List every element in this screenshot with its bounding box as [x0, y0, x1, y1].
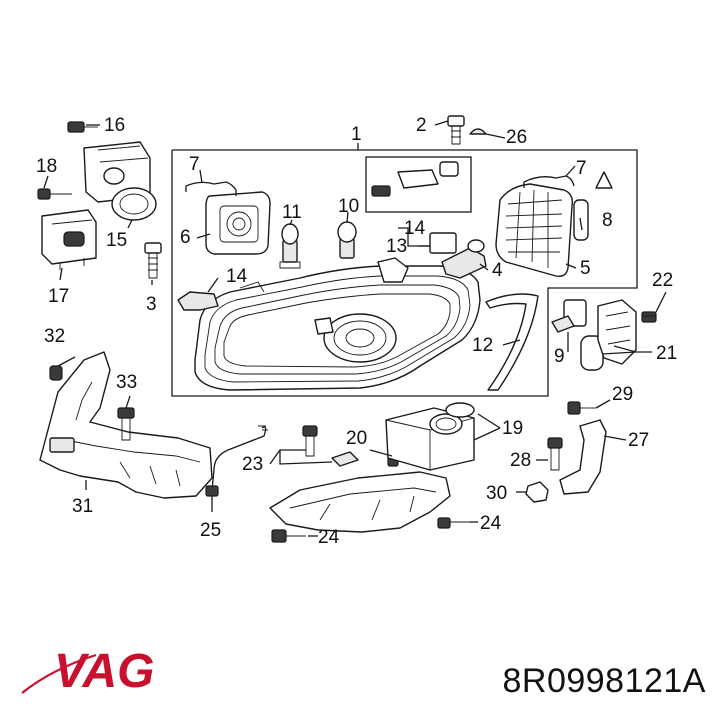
- callout-25: 25: [200, 520, 221, 541]
- callout-33: 33: [116, 372, 137, 393]
- callout-14-lower: 14: [226, 266, 248, 287]
- bezel-strip-12: [485, 293, 539, 391]
- assembly-frame-1: [171, 149, 638, 397]
- vag-logo: VAG: [21, 645, 154, 698]
- screw-24-left: [271, 529, 306, 543]
- callout-1: 1: [351, 124, 362, 145]
- callout-15: 15: [106, 230, 127, 251]
- module-21: [597, 299, 637, 365]
- module-9: [551, 299, 587, 333]
- callout-16: 16: [104, 115, 125, 136]
- callout-29: 29: [612, 384, 633, 405]
- lower-bracket-23: [269, 471, 451, 533]
- callout-21: 21: [656, 343, 677, 364]
- cable-25: [211, 426, 267, 491]
- headlight-housing: [194, 257, 481, 391]
- bulb-11: [279, 223, 301, 269]
- callout-13: 13: [386, 236, 407, 257]
- screw-2: [447, 115, 465, 145]
- part-number: 8R0998121A: [502, 662, 706, 700]
- callout-7-left: 7: [189, 154, 200, 175]
- clip-20: [331, 451, 359, 467]
- callout-23: 23: [242, 454, 263, 475]
- screw-3: [144, 242, 162, 279]
- control-unit-19: [385, 407, 475, 471]
- screw-18: [37, 188, 72, 200]
- callout-5: 5: [580, 258, 591, 279]
- callout-31: 31: [72, 496, 93, 517]
- bulb-10: [337, 221, 357, 259]
- callout-32: 32: [44, 326, 65, 347]
- callout-8: 8: [602, 210, 613, 231]
- callout-14-upper: 14: [404, 218, 426, 239]
- logo-swoosh: [21, 653, 97, 694]
- housing-cover-6: [205, 191, 271, 255]
- callout-9: 9: [554, 346, 565, 367]
- screw-23: [302, 425, 318, 457]
- screw-28: [547, 437, 563, 471]
- rear-cover-5: [495, 183, 574, 278]
- spring-clip-7-right: [523, 175, 575, 188]
- screw-32: [49, 365, 63, 381]
- callout-18: 18: [36, 156, 57, 177]
- callout-26: 26: [506, 127, 527, 148]
- fastener-8: [573, 199, 589, 241]
- callout-17: 17: [48, 286, 69, 307]
- callout-19: 19: [502, 418, 523, 439]
- callout-27: 27: [628, 430, 649, 451]
- callout-20: 20: [346, 428, 367, 449]
- mounting-bracket-31: [39, 351, 213, 499]
- seal-19: [445, 402, 475, 418]
- callout-6: 6: [180, 227, 191, 248]
- callout-7-right: 7: [576, 158, 587, 179]
- brand-name: VAG: [54, 645, 154, 698]
- socket-13: [429, 232, 457, 254]
- callout-24-right: 24: [480, 513, 502, 534]
- bracket-27: [559, 419, 607, 495]
- screw-22: [641, 311, 657, 323]
- bracket-14-lower: [177, 291, 219, 311]
- nut-30: [525, 481, 549, 503]
- callout-3: 3: [146, 294, 157, 315]
- screw-24-right: [437, 517, 470, 529]
- subassembly-frame-14: [365, 156, 472, 213]
- callout-12: 12: [472, 335, 493, 356]
- spring-clip-7-left: [185, 181, 237, 196]
- callout-10: 10: [338, 196, 359, 217]
- adjuster-14: [371, 161, 459, 197]
- warning-triangle: [595, 171, 613, 189]
- callout-11: 11: [282, 202, 302, 223]
- callout-24-left: 24: [318, 527, 340, 548]
- ignition-module-17: [41, 209, 97, 270]
- bulb-holder-4: [441, 239, 487, 279]
- callout-4: 4: [492, 260, 503, 281]
- callout-2: 2: [416, 115, 427, 136]
- screw-29: [567, 401, 596, 415]
- callout-22: 22: [652, 270, 673, 291]
- leader-lines: [43, 120, 667, 537]
- clip-26: [469, 128, 487, 135]
- callout-28: 28: [510, 450, 531, 471]
- callout-labels: 1 2 3 4 5 6 7 7 8 9 10 11 12 13 14 14 15…: [36, 115, 677, 548]
- callout-30: 30: [486, 483, 507, 504]
- seal-ring-15: [111, 187, 157, 221]
